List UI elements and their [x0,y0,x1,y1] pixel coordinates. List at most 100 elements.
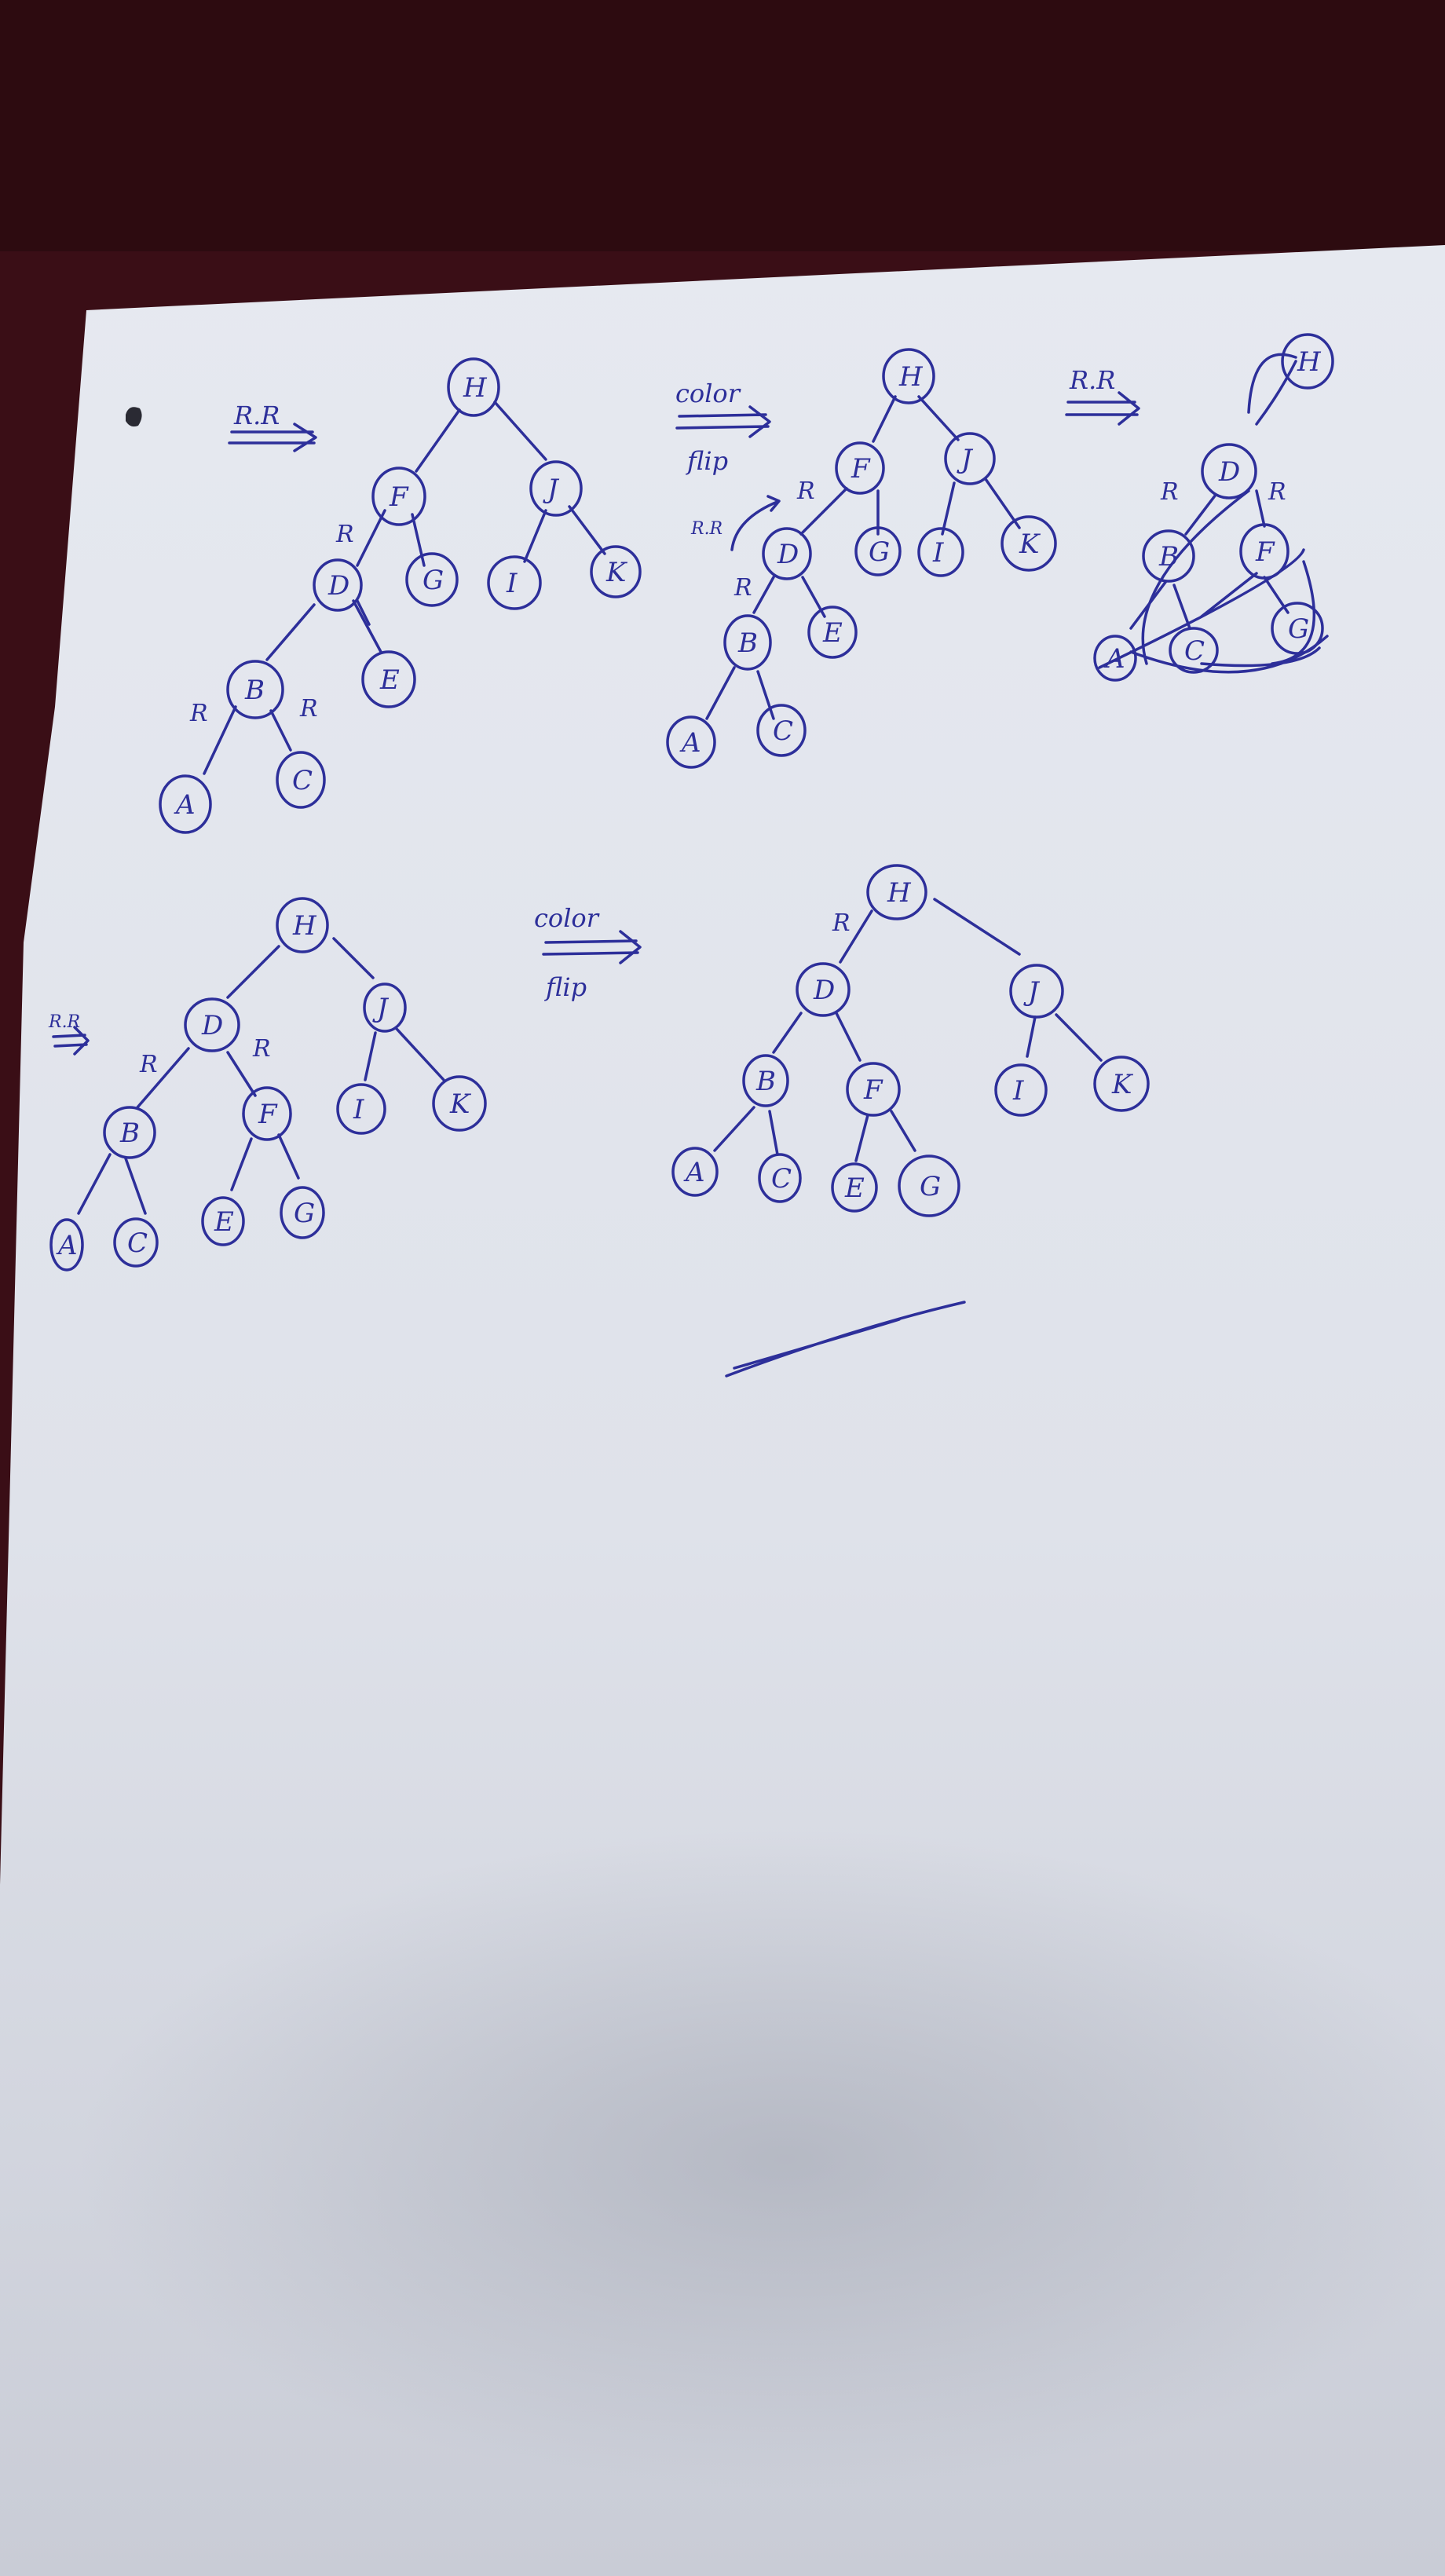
tree-4-label-b: B [119,1118,140,1149]
background-shadow [0,0,1445,251]
tree-5-node-j [1009,964,1064,1019]
tree-5-label-h: H [887,877,912,909]
tree-3-label-d: D [1218,456,1240,488]
tree-4-label-g: G [294,1198,315,1229]
tree-1-edge-label-r2: R [189,700,208,727]
arrow-rr-2: R.R [1065,365,1140,426]
tree-1-node-e [361,650,416,708]
tree-2-node-f [835,441,885,495]
paper-shadow [79,1830,1445,2490]
tree-5-label-e: E [844,1173,865,1204]
tree-1-node-f [371,467,426,526]
tree-1-node-d [313,558,363,612]
arrow-color-flip-2: color flip [534,903,642,1002]
tree-5-label-b: B [755,1066,776,1097]
tree-1-label-j: J [543,474,560,505]
tree-2-node-c [756,704,807,757]
tree-2-node-i [917,527,964,577]
tree-1-label-h: H [463,372,488,404]
arrow-rr-1: R.R [228,401,317,452]
tree-4-node-b [103,1106,156,1159]
tree-1-edges [203,401,606,775]
tree-1-label-i: I [506,568,518,599]
tree-4-label-h: H [292,910,317,942]
tree-2-node-k [1001,515,1057,572]
tree-3-edges [1098,353,1329,674]
tree-4-edge-label-r1: R [139,1051,158,1078]
tree-2-label-k: K [1019,529,1041,560]
tree-2-node-a [666,715,716,769]
tree-4-node-e [201,1196,245,1246]
arrow-color-flip-2-bottom: flip [544,972,587,1002]
tree-1-node-b [226,660,284,719]
tree-2-label-e: E [822,617,843,649]
tree-2-edge-label-r1: R [796,478,815,505]
arrow-rr-3-label: R.R [48,1012,80,1032]
tree-4-label-j: J [372,993,390,1024]
tree-2-edge-label-r2: R [733,574,752,602]
tree-1-node-j [529,460,583,517]
tree-5-node-b [742,1054,789,1107]
tree-1-node-k [590,545,642,598]
arrow-color-flip-1: color flip [675,379,771,476]
tree-5-node-k [1093,1056,1150,1112]
tree-2-node-e [807,606,858,659]
tree-5-nodes [671,864,1150,1217]
arrow-color-flip-1-bottom: flip [686,446,728,476]
tree-3-node-b [1142,529,1195,583]
tree-5-edge-label-r1: R [832,909,851,937]
tree-5-label-d: D [813,975,835,1006]
tree-4-label-k: K [449,1089,472,1120]
tree-4-node-d [184,997,240,1052]
tree-5-label-a: A [683,1157,705,1188]
tree-2-label-d: D [777,539,799,570]
tree-5-node-i [994,1063,1048,1117]
tree-4-label-c: C [127,1228,148,1259]
tree-5-label-i: I [1012,1075,1024,1107]
tree-4-node-i [336,1083,386,1135]
tree-2-node-h [882,348,935,404]
tree-3-label-h: H [1297,346,1322,378]
tree-3-label-a: A [1103,643,1125,675]
tree-4-node-g [280,1186,325,1239]
tree-1-nodes [159,357,642,834]
tree-4-node-c [113,1217,159,1268]
tree-2: H F J D G I K B E A C R R R.R [666,348,1057,769]
tree-1-label-b: B [244,675,265,706]
tree-5: H D J B F I K A C E G R [671,864,1150,1217]
tree-5-label-g: G [920,1171,941,1202]
tree-5-label-j: J [1023,976,1041,1008]
tree-3-edge-label-r1: R [1160,478,1179,506]
tree-5-node-h [866,864,927,920]
tree-5-node-d [796,962,851,1017]
tree-2-nodes [666,348,1057,769]
tree-4-nodes [49,897,487,1272]
tree-4: H D J B F I K A C E G R R [49,897,487,1272]
tree-3-node-d [1201,443,1257,499]
arrow-color-flip-2-top: color [534,903,600,933]
tree-4-label-a: A [56,1230,78,1261]
tree-3-node-c [1169,627,1219,674]
tree-2-node-b [723,614,772,671]
tree-1-node-h [447,357,500,417]
tree-1-edge-label-r1: R [335,521,354,548]
arrow-rr-3: R.R [48,1012,90,1056]
tree-2-node-j [944,432,996,485]
tree-4-label-f: F [258,1099,278,1130]
tree-2-label-a: A [679,727,701,759]
tree-1-label-g: G [423,565,444,596]
tree-3-label-f: F [1255,536,1275,568]
tree-5-label-c: C [771,1163,792,1195]
tree-4-edges [77,937,445,1215]
tree-4-node-j [363,982,407,1033]
tree-5-node-a [671,1147,719,1197]
arrow-rr-2-label: R.R [1069,365,1115,395]
tree-5-node-f [846,1062,901,1117]
punch-hole-icon [126,407,142,427]
tree-3-label-c: C [1184,635,1205,667]
arrow-color-flip-1-top: color [675,379,741,408]
tree-2-edges [705,395,1021,720]
tree-2-node-d [762,527,812,580]
tree-2-label-h: H [898,361,924,393]
